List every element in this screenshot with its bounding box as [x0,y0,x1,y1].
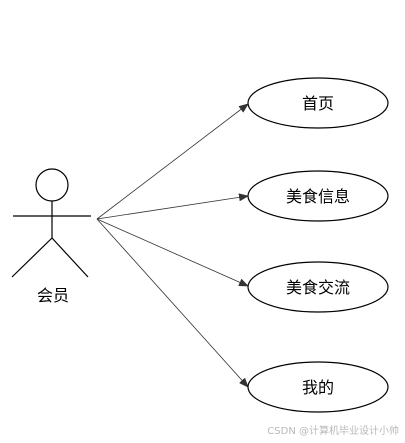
use-case-mine-ellipse [247,361,389,413]
use-case-food-info: 美食信息 [247,170,389,222]
actor-label: 会员 [37,286,69,305]
actor-left-leg [11,237,53,278]
use-case-food-exchange: 美食交流 [247,261,389,313]
use-case-food-info-ellipse [247,170,389,222]
use-case-food-exchange-ellipse [247,261,389,313]
actor: 会员 [11,168,91,305]
watermark: CSDN @计算机毕业设计小帅 [267,426,399,437]
association-line-food-info [96,193,249,220]
association-line-home [96,103,249,220]
association-line-mine [96,218,249,388]
use-case-food-info-label: 美食信息 [286,187,350,206]
use-case-home: 首页 [247,77,389,129]
actor-right-leg [51,237,89,278]
association-line-food-exchange [96,218,249,287]
use-case-home-label: 首页 [302,94,334,113]
use-case-food-exchange-label: 美食交流 [286,278,350,297]
use-case-mine: 我的 [247,361,389,413]
associations [96,103,249,388]
use-case-home-ellipse [247,77,389,129]
use-case-mine-label: 我的 [302,378,334,397]
actor-head [35,168,69,202]
